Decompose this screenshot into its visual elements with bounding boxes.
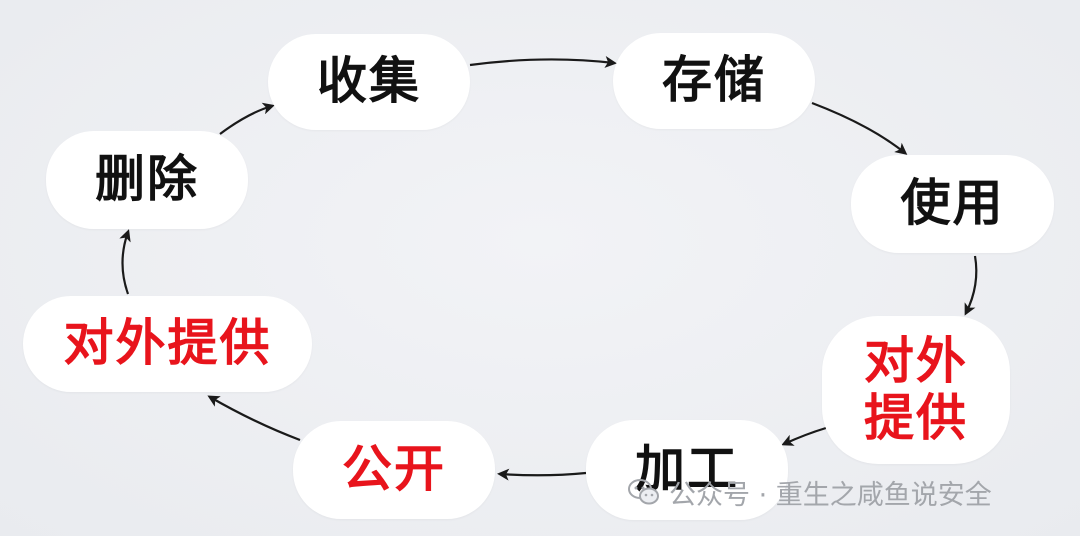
watermark-text: 公众号 · 重生之咸鱼说安全 — [669, 479, 992, 511]
node-delete: 删除 — [46, 131, 248, 229]
node-store-label: 存储 — [662, 51, 766, 110]
arrow-delete-to-collect — [219, 102, 275, 135]
node-process: 加工 — [586, 420, 788, 520]
watermark: 公众号 · 重生之咸鱼说安全 — [627, 472, 992, 512]
node-provide-right-line1: 对外 — [864, 331, 968, 390]
arrow-public-to-provide-left — [207, 395, 301, 442]
node-publicize-label: 公开 — [342, 440, 446, 499]
node-collect-label: 收集 — [317, 52, 421, 111]
arrow-store-to-use — [811, 101, 908, 155]
node-store: 存储 — [613, 33, 815, 129]
node-use: 使用 — [851, 155, 1054, 253]
node-publicize: 公开 — [293, 421, 495, 519]
arrow-provide-left-to-delete — [119, 229, 131, 295]
arrow-use-to-provide-right — [964, 255, 978, 316]
arrow-provide-right-to-process — [781, 426, 827, 446]
node-delete-label: 删除 — [95, 150, 199, 209]
node-provide-left-label: 对外提供 — [63, 314, 272, 373]
arrow-process-to-public — [497, 468, 587, 481]
wechat-icon — [628, 479, 659, 505]
node-provide-right-line2: 提供 — [864, 389, 968, 447]
node-collect: 收集 — [268, 34, 470, 130]
node-use-label: 使用 — [900, 174, 1005, 233]
node-provide-right: 对外 提供 — [822, 316, 1010, 464]
node-provide-left: 对外提供 — [23, 296, 312, 392]
arrow-collect-to-store — [469, 56, 617, 68]
